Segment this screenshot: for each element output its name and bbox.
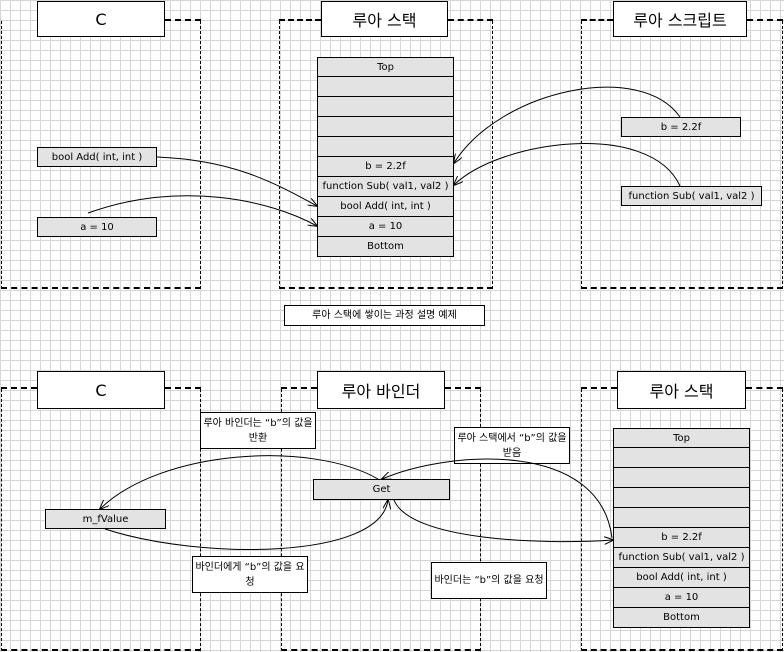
top-script-divider-right (747, 19, 783, 21)
stack-cell (317, 77, 454, 97)
stack-cell: bool Add( int, int ) (317, 197, 454, 217)
stack-cell (317, 97, 454, 117)
top-script-region (581, 21, 783, 289)
stack-cell: b = 2.2f (317, 157, 454, 177)
stack-cell: a = 10 (613, 588, 750, 608)
top-c-item-a: a = 10 (37, 217, 157, 237)
bottom-binder-divider-right (445, 387, 481, 389)
stack-cell (613, 468, 750, 488)
stack-cell (613, 448, 750, 468)
stack-cell: a = 10 (317, 217, 454, 237)
top-script-item-b: b = 2.2f (621, 117, 741, 137)
top-stack-divider-right (448, 19, 493, 21)
note-request-stack: 바인더는 “b”의 값을 요청 (431, 562, 547, 599)
note-return-value: 루아 바인더는 “b”의 값을 반환 (200, 412, 316, 449)
bottom-binder-divider-left (281, 387, 317, 389)
stack-cell: Bottom (613, 608, 750, 628)
top-script-item-sub: function Sub( val1, val2 ) (621, 186, 762, 206)
top-script-divider-left (581, 19, 613, 21)
stack-cell (613, 488, 750, 508)
bottom-lua-stack: Top b = 2.2f function Sub( val1, val2 ) … (613, 428, 750, 628)
stack-cell: bool Add( int, int ) (613, 568, 750, 588)
stack-cell: Top (317, 57, 454, 77)
stack-cell (613, 508, 750, 528)
stack-cell (317, 137, 454, 157)
top-stack-title: 루아 스택 (321, 1, 448, 37)
bottom-c-divider-right (165, 387, 201, 389)
bottom-stack-title: 루아 스택 (617, 371, 746, 409)
stack-cell (317, 117, 454, 137)
bottom-c-item-fvalue: m_fValue (45, 509, 166, 529)
bottom-stack-divider-right (746, 387, 783, 389)
top-c-region (1, 21, 201, 289)
bottom-c-title: C (37, 371, 165, 409)
top-script-title: 루아 스크립트 (613, 1, 747, 37)
bottom-stack-divider-left (581, 387, 617, 389)
top-caption: 루아 스택에 쌓이는 과정 설명 예제 (284, 305, 485, 326)
note-request-binder: 바인더에게 “b”의 값을 요청 (192, 556, 308, 593)
note-receive-value: 루아 스택에서 “b”의 값을 받음 (454, 427, 570, 464)
stack-cell: b = 2.2f (613, 528, 750, 548)
stack-cell: function Sub( val1, val2 ) (317, 177, 454, 197)
stack-cell: Bottom (317, 237, 454, 257)
stack-cell: function Sub( val1, val2 ) (613, 548, 750, 568)
top-lua-stack: Top b = 2.2f function Sub( val1, val2 ) … (317, 57, 454, 257)
top-c-item-add: bool Add( int, int ) (37, 147, 157, 167)
top-c-title: C (37, 1, 165, 37)
top-stack-divider-left (279, 19, 321, 21)
top-c-divider (165, 19, 201, 21)
bottom-binder-get: Get (313, 479, 450, 500)
bottom-binder-title: 루아 바인더 (317, 371, 445, 409)
stack-cell: Top (613, 428, 750, 448)
bottom-c-divider-left (1, 387, 37, 389)
